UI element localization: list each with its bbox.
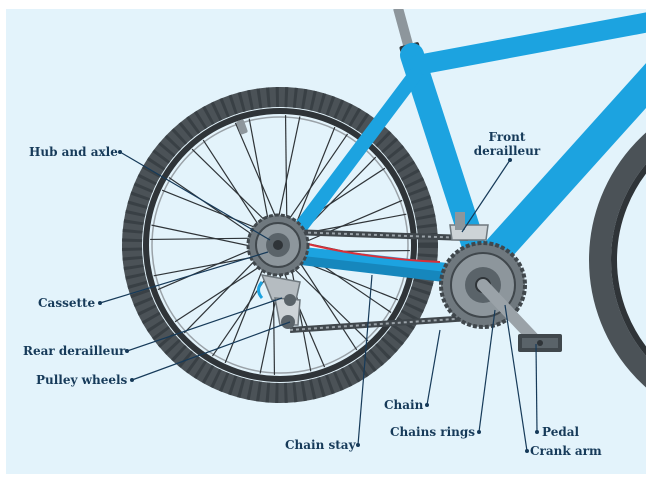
wheel-spoke xyxy=(202,139,266,236)
wheel-spoke xyxy=(294,254,358,351)
label-hub-and-axle: Hub and axle xyxy=(29,145,118,159)
wheel-spoke xyxy=(284,115,288,229)
label-front-derailleur-line2: derailleur xyxy=(473,144,541,158)
crank-and-pedal xyxy=(477,279,562,352)
wheel-spoke xyxy=(161,189,268,233)
diagram-background xyxy=(6,9,646,474)
label-chains-rings: Chains rings xyxy=(390,425,476,439)
front-wheel-partial xyxy=(589,132,646,388)
leader-dots xyxy=(98,150,539,453)
front-derailleur xyxy=(449,212,489,241)
label-chain: Chain xyxy=(384,398,424,412)
label-chain-stay: Chain stay xyxy=(285,438,356,452)
wheel-spoke xyxy=(234,122,281,228)
cassette xyxy=(246,213,310,277)
wheel-spoke xyxy=(150,237,264,241)
wheel-spoke xyxy=(151,224,263,250)
wheel-spoke xyxy=(275,116,301,228)
label-front-derailleur: Front derailleur xyxy=(472,130,542,158)
wheel-spoke xyxy=(183,251,264,334)
label-cassette: Cassette xyxy=(38,296,96,310)
wheel-spoke xyxy=(191,148,274,229)
wheel-spoke xyxy=(297,199,403,246)
wheel-spoke xyxy=(283,133,349,228)
wheel-spoke xyxy=(289,259,312,372)
label-rear-derailleur: Rear derailleur xyxy=(23,344,126,358)
wheel-spoke xyxy=(248,118,271,231)
rear-derailleur xyxy=(257,274,301,329)
label-front-derailleur-line1: Front xyxy=(488,130,526,144)
label-crank-arm: Crank arm xyxy=(530,444,602,458)
chain xyxy=(289,229,471,333)
label-pulley-wheels: Pulley wheels xyxy=(36,373,128,387)
wheel-spoke xyxy=(168,176,263,242)
wheel-spoke xyxy=(174,259,271,323)
label-pedal: Pedal xyxy=(542,425,580,439)
leader-lines xyxy=(99,151,538,452)
wheel-spoke xyxy=(157,244,263,291)
wheel-spoke xyxy=(292,126,336,233)
